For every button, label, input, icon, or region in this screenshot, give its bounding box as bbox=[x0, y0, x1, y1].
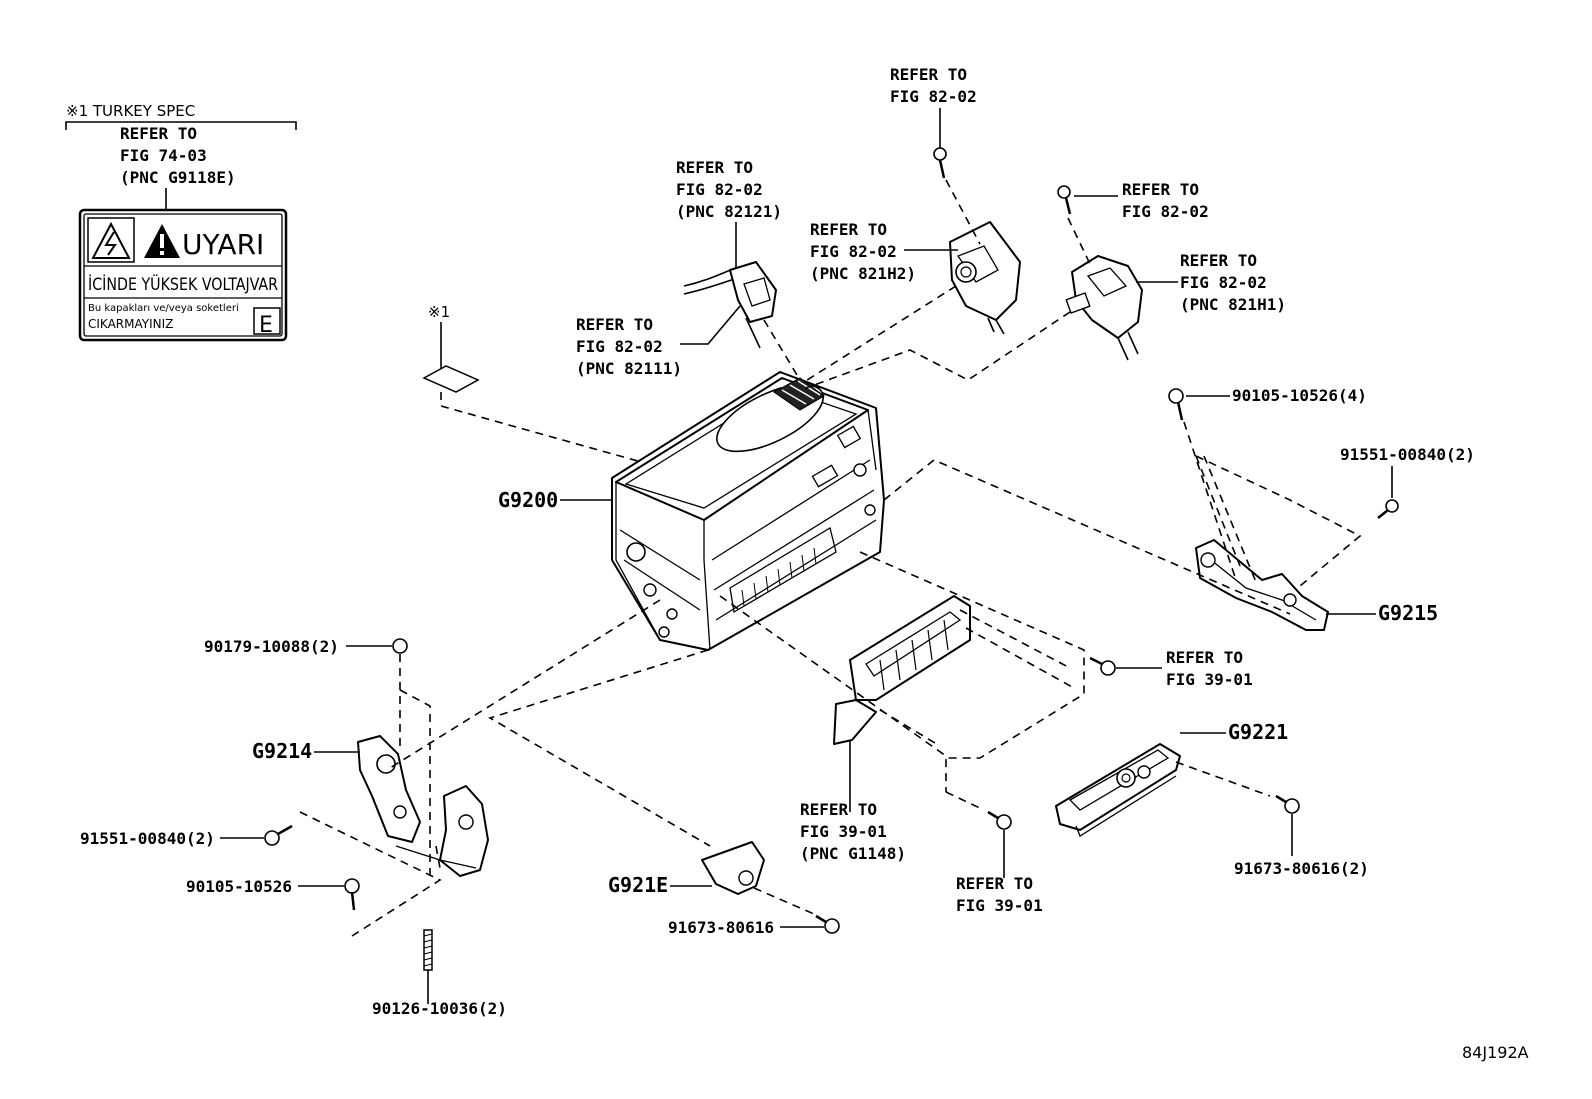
callout-82121-line-1: REFER TO bbox=[676, 158, 753, 177]
bracket-g9215 bbox=[1195, 539, 1329, 631]
warning-title: UYARI bbox=[182, 228, 264, 261]
warning-line-2b: CIKARMAYINIZ bbox=[88, 317, 173, 331]
callout-fig82-right-line-2: FIG 82-02 bbox=[1122, 202, 1209, 221]
cover-g9221 bbox=[1055, 743, 1181, 837]
warning-label-border bbox=[78, 208, 288, 342]
callout-821h1-line-2: FIG 82-02 bbox=[1180, 273, 1267, 292]
nut-90179 bbox=[392, 638, 408, 654]
bracket-g9214 bbox=[357, 735, 489, 877]
label-g9215: G9215 bbox=[1378, 601, 1438, 625]
callout-82111-line-2: FIG 82-02 bbox=[576, 337, 663, 356]
inverter-assembly-g9200 bbox=[611, 371, 885, 651]
connector-821h1 bbox=[1065, 255, 1143, 361]
pn-90179-10088-2: 90179-10088(2) bbox=[204, 637, 339, 656]
callout-82111-line-1: REFER TO bbox=[576, 315, 653, 334]
bolt-90105 bbox=[344, 878, 360, 911]
pn-91551-00840-left: 91551-00840(2) bbox=[80, 829, 215, 848]
bolt-91673-2 bbox=[1275, 794, 1300, 814]
callout-82111-line-3: (PNC 82111) bbox=[576, 359, 682, 378]
callout-g1148-line-3: (PNC G1148) bbox=[800, 844, 906, 863]
label-g9214: G9214 bbox=[252, 739, 312, 763]
pn-90126-10036-2: 90126-10036(2) bbox=[372, 999, 507, 1018]
warning-line-1: İCİNDE YÜKSEK VOLTAJVAR bbox=[88, 273, 278, 295]
callout-fig82-right-line-1: REFER TO bbox=[1122, 180, 1199, 199]
screw-fig39-right bbox=[1089, 656, 1116, 676]
callout-82121-line-3: (PNC 82121) bbox=[676, 202, 782, 221]
warning-line-2a: Bu kapakları ve/veya soketleri bbox=[88, 303, 239, 314]
warning-corner-box bbox=[253, 307, 281, 335]
pn-90105-10526-4: 90105-10526(4) bbox=[1232, 386, 1367, 405]
pn-90105-10526: 90105-10526 bbox=[186, 877, 292, 896]
warning-label: UYARI İCİNDE YÜKSEK VOLTAJVAR Bu kapakla… bbox=[78, 208, 288, 342]
pn-91673-80616-2: 91673-80616(2) bbox=[1234, 859, 1369, 878]
callout-821h2-line-3: (PNC 821H2) bbox=[810, 264, 916, 283]
label-sheet-shape bbox=[422, 365, 480, 393]
callout-821h1-line-3: (PNC 821H1) bbox=[1180, 295, 1286, 314]
callout-g1148-line-2: FIG 39-01 bbox=[800, 822, 887, 841]
bolt-91551-left bbox=[264, 824, 293, 846]
label-sheet: ※1 bbox=[422, 303, 671, 471]
callout-82121-line-2: FIG 82-02 bbox=[676, 180, 763, 199]
callout-821h2-line-1: REFER TO bbox=[810, 220, 887, 239]
pn-91551-00840-right: 91551-00840(2) bbox=[1340, 445, 1475, 464]
turkey-refer-line-1: REFER TO bbox=[120, 124, 197, 143]
bracket-g921e bbox=[701, 841, 765, 895]
high-voltage-icon bbox=[87, 217, 135, 263]
turkey-spec-header: ※1 TURKEY SPEC bbox=[66, 102, 195, 120]
callout-g1148-line-1: REFER TO bbox=[800, 800, 877, 819]
callout-fig39-right-line-2: FIG 39-01 bbox=[1166, 670, 1253, 689]
label-g921e: G921E bbox=[608, 873, 668, 897]
callout-821h2-line-2: FIG 82-02 bbox=[810, 242, 897, 261]
label-g9221: G9221 bbox=[1228, 720, 1288, 744]
warning-triangle-icon bbox=[144, 224, 180, 258]
turkey-spec-bracket bbox=[65, 121, 297, 130]
marker-1: ※1 bbox=[428, 303, 450, 321]
turkey-refer-line-2: FIG 74-03 bbox=[120, 146, 207, 165]
warning-label-inner-border bbox=[83, 213, 283, 337]
warning-corner-letter: E bbox=[259, 313, 273, 338]
pn-91673-80616: 91673-80616 bbox=[668, 918, 774, 937]
callout-821h1-line-1: REFER TO bbox=[1180, 251, 1257, 270]
screw-fig39-bottom bbox=[987, 810, 1012, 830]
screw-right-821h1 bbox=[1057, 185, 1072, 215]
tray-g1148 bbox=[833, 595, 971, 812]
label-g9200: G9200 bbox=[498, 488, 558, 512]
callout-fig39-bottom-line-2: FIG 39-01 bbox=[956, 896, 1043, 915]
bolt-90105-4 bbox=[1168, 388, 1184, 421]
diagram-code: 84J192A bbox=[1462, 1043, 1529, 1062]
callout-fig82-top-line-1: REFER TO bbox=[890, 65, 967, 84]
callout-fig39-right-line-1: REFER TO bbox=[1166, 648, 1243, 667]
connector-82121 bbox=[683, 261, 777, 349]
bolt-91551-right bbox=[1377, 499, 1399, 519]
turkey-spec-block: ※1 TURKEY SPEC REFER TO FIG 74-03 (PNC G… bbox=[65, 102, 297, 210]
stud-90126 bbox=[423, 929, 433, 971]
callout-fig39-bottom-line-1: REFER TO bbox=[956, 874, 1033, 893]
callout-fig82-top-line-2: FIG 82-02 bbox=[890, 87, 977, 106]
screw-top-821h2 bbox=[933, 147, 947, 179]
connector-821h2 bbox=[949, 221, 1021, 335]
turkey-refer-line-3: (PNC G9118E) bbox=[120, 168, 236, 187]
bolt-91673-single bbox=[815, 914, 840, 934]
